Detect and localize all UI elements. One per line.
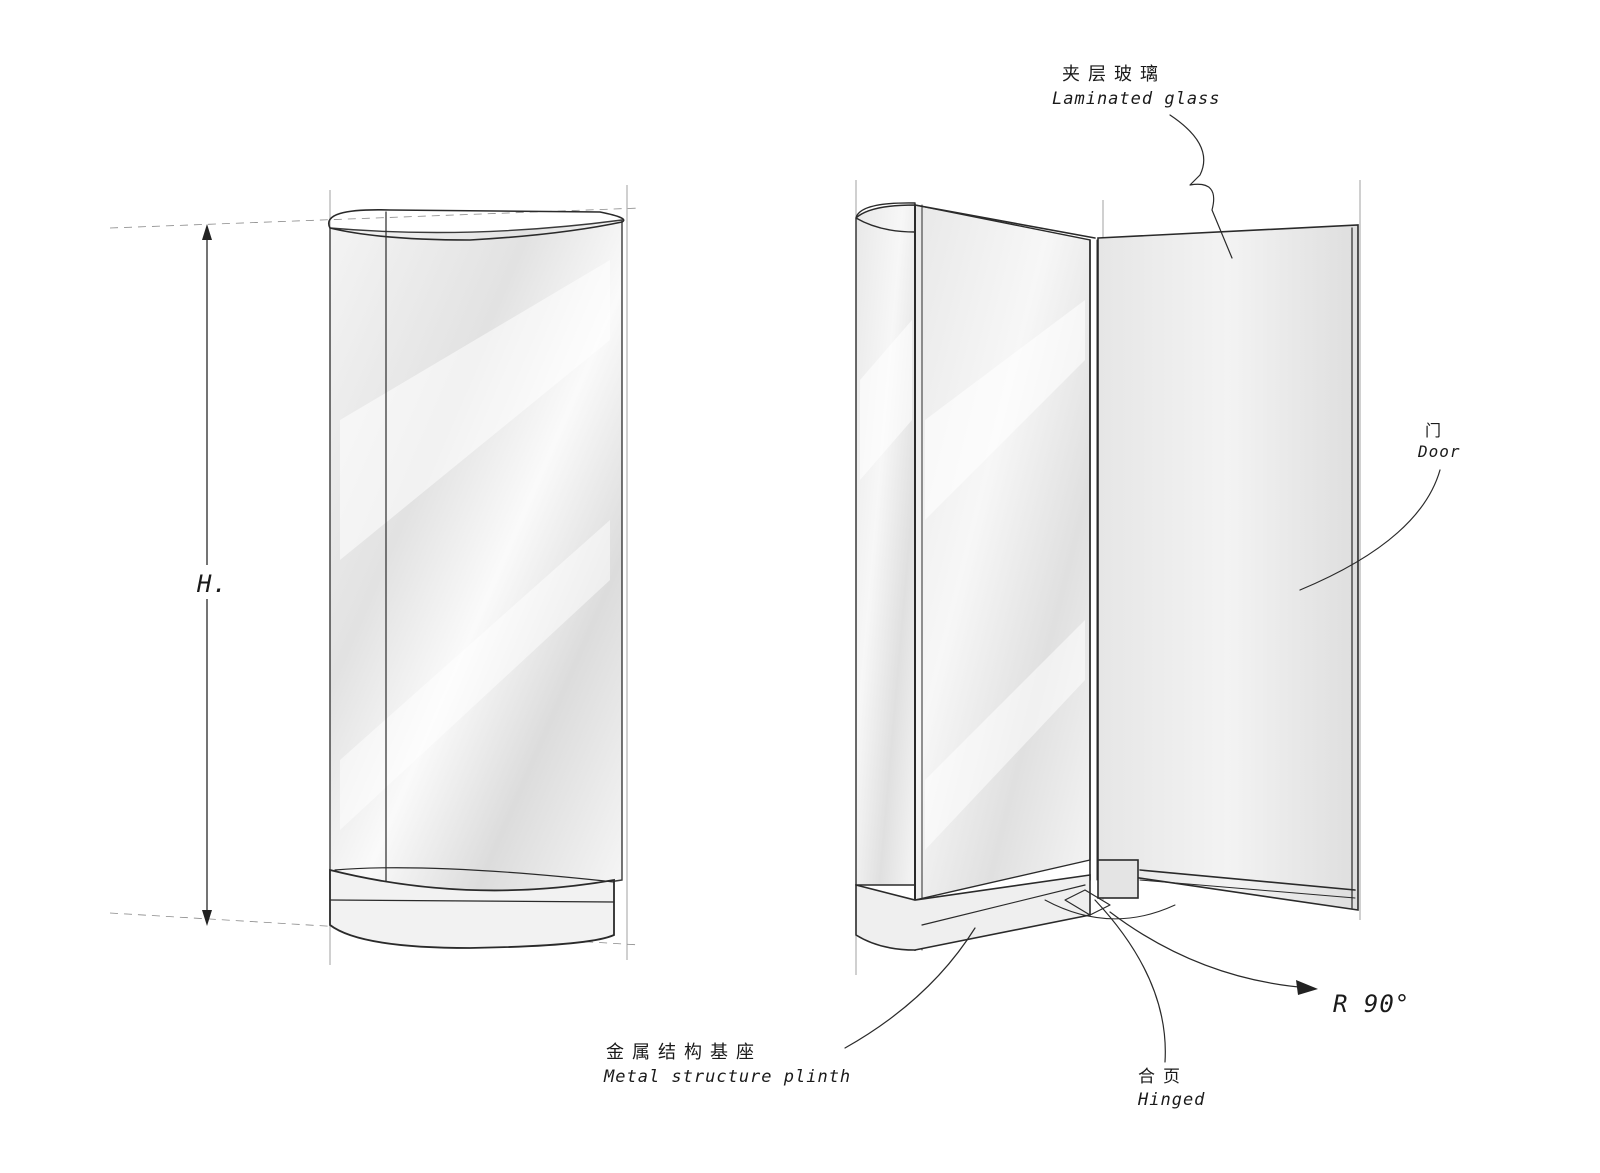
guide-line [109, 912, 641, 946]
glass-reflection [925, 300, 1085, 520]
laminated-glass-label-zh: 夹层玻璃 [1062, 64, 1166, 85]
laminated-glass-label-en: Laminated glass [1052, 89, 1221, 109]
laminated-glass-leader [1169, 114, 1233, 259]
plinth-leader [844, 927, 976, 1049]
rotation-arrow-line [1109, 911, 1311, 989]
door-swing-arc [1044, 899, 1176, 920]
hinge-leader [1094, 899, 1166, 1063]
glass-reflection [340, 520, 610, 830]
door-leader [1299, 469, 1441, 591]
curved-glass-shell [855, 204, 916, 886]
cylinder-top-rim [855, 202, 916, 233]
plinth-top-edge [329, 899, 615, 903]
cylinder-top-rim [328, 209, 625, 241]
door-label-en: Door [1417, 442, 1461, 461]
rotation-arrow-icon [1296, 980, 1318, 995]
frame-top [914, 204, 1096, 239]
height-label: H. [196, 570, 228, 598]
height-label-bg [190, 565, 228, 599]
hinge-label-zh: 合页 [1138, 1067, 1188, 1087]
plinth-rail [921, 884, 1086, 926]
dimension-arrow-bottom-icon [202, 910, 212, 926]
cylinder-base-plinth [329, 868, 615, 949]
hinge-plate [1064, 889, 1111, 916]
plinth-label-en: Metal structure plinth [603, 1067, 851, 1087]
open-display-case [844, 114, 1441, 1063]
plinth-top-edge [334, 867, 615, 883]
hinge-label-en: Hinged [1137, 1090, 1205, 1110]
door-label-zh: 门 [1425, 421, 1449, 440]
door-bottom-rail [1139, 869, 1356, 891]
hinge-block-icon [1097, 859, 1139, 899]
plinth-label-zh: 金属结构基座 [606, 1042, 762, 1063]
dimension-arrow-top-icon [202, 224, 212, 240]
glass-reflection [860, 320, 912, 480]
rotation-label: R 90° [1333, 990, 1410, 1018]
door-bottom-rail [1139, 879, 1356, 899]
glass-reflection [340, 260, 610, 560]
closed-display-case: H. [109, 185, 641, 965]
glass-reflection [925, 620, 1085, 850]
door-panel [1097, 224, 1359, 911]
